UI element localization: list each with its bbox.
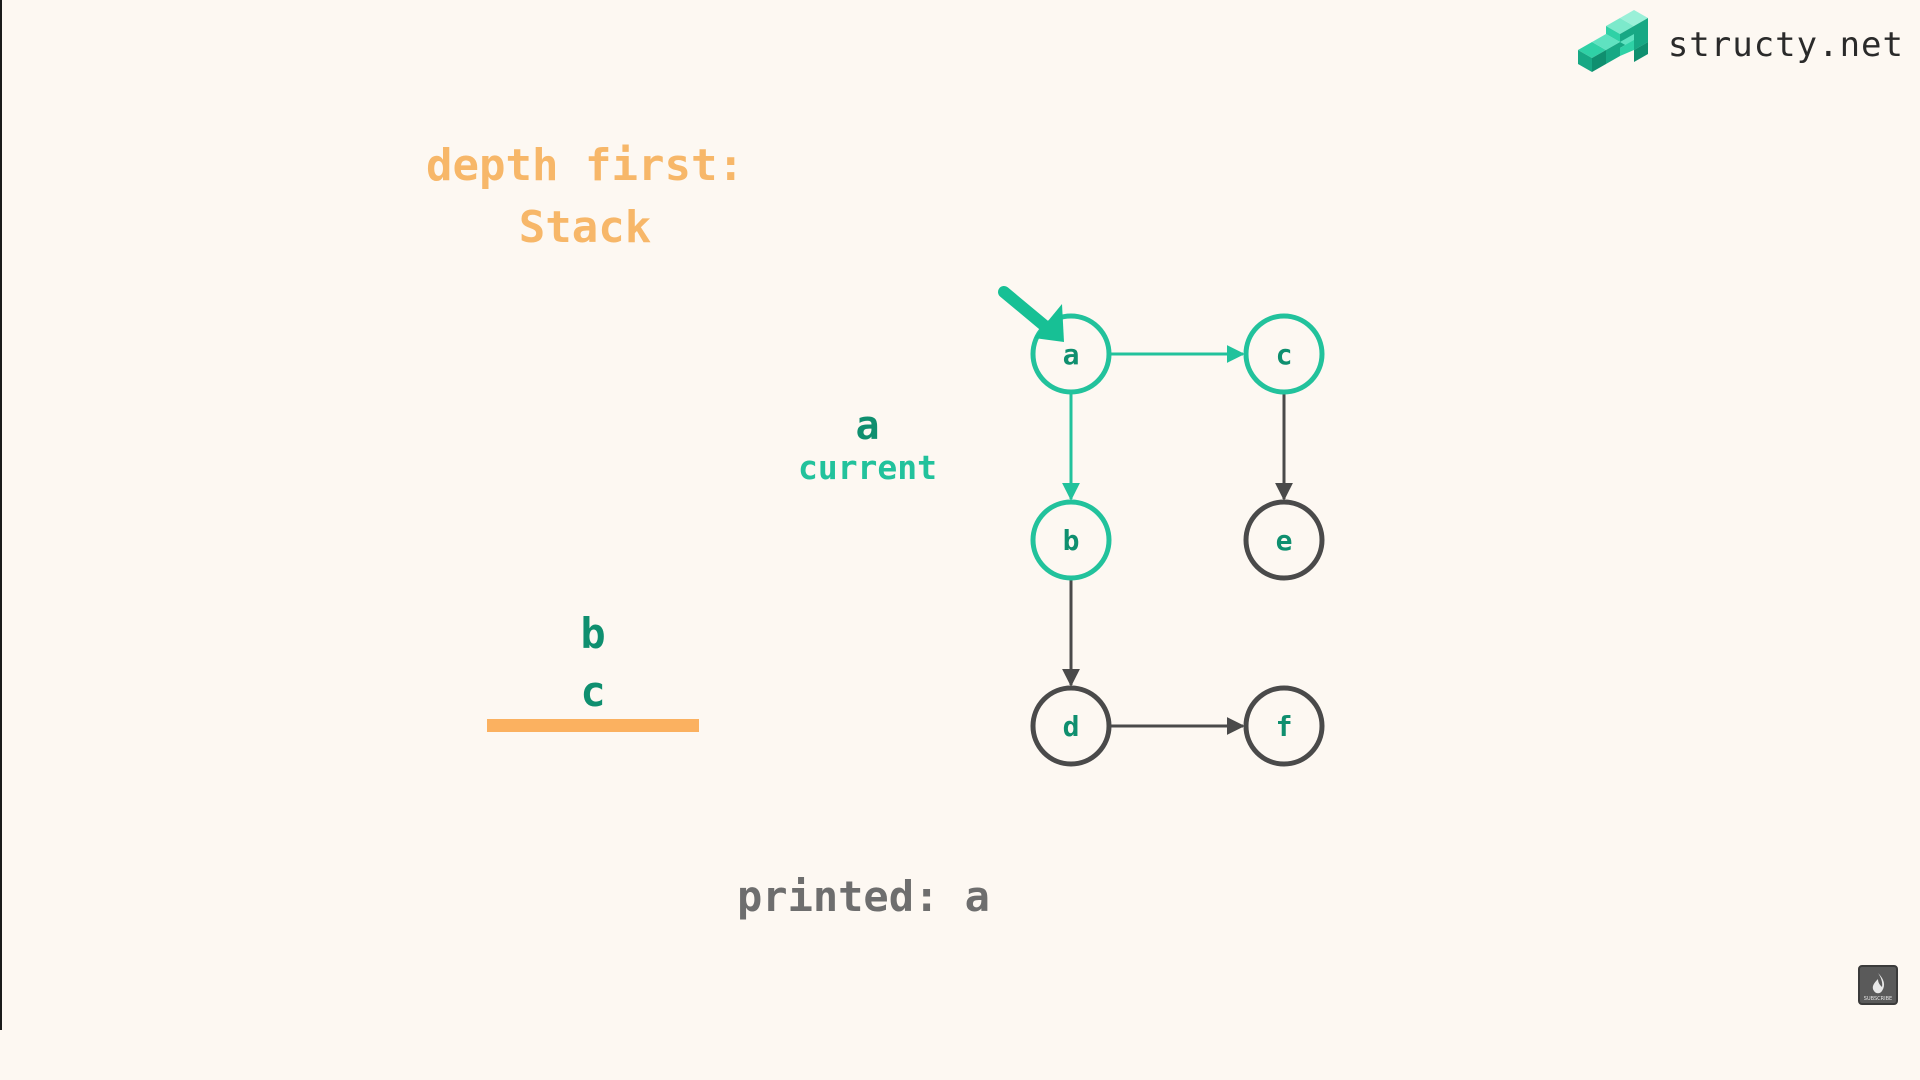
graph-node-b: b xyxy=(1030,499,1112,581)
graph-edges xyxy=(1062,345,1293,735)
graph-node-c: c xyxy=(1243,313,1325,395)
graph-node-label: f xyxy=(1276,710,1293,743)
graph-node-circle xyxy=(1030,685,1112,767)
graph-node-circle xyxy=(1030,499,1112,581)
printed-output: printed: a xyxy=(737,872,990,921)
graph-nodes: a b c d e f xyxy=(1030,313,1325,767)
graph-node-d: d xyxy=(1030,685,1112,767)
title-line-2: Stack xyxy=(518,202,652,253)
brand-name: structy.net xyxy=(1667,25,1904,65)
stack-item: c xyxy=(580,667,606,716)
graph-node-label: a xyxy=(1063,338,1080,371)
subscribe-icon[interactable]: SUBSCRIBE xyxy=(1858,965,1898,1005)
stack-base-bar xyxy=(487,719,699,732)
graph-node-label: b xyxy=(1063,524,1080,557)
stack: b c xyxy=(487,605,699,721)
graph-node-e: e xyxy=(1243,499,1325,581)
pointer-arrow-icon xyxy=(998,286,1064,342)
graph-node-label: e xyxy=(1276,524,1293,557)
title-line-1: depth first: xyxy=(426,140,744,191)
current-value: a xyxy=(855,403,880,449)
slide-title: depth first: Stack xyxy=(380,135,790,259)
graph-node-circle xyxy=(1243,499,1325,581)
structy-logo-icon xyxy=(1577,10,1650,80)
svg-text:SUBSCRIBE: SUBSCRIBE xyxy=(1864,996,1892,1002)
bottom-strip xyxy=(0,1030,1920,1080)
graph: a b c d e f xyxy=(998,286,1325,767)
graph-node-circle xyxy=(1243,685,1325,767)
graph-node-circle xyxy=(1243,313,1325,395)
current-indicator: a current xyxy=(770,402,965,486)
graph-node-label: c xyxy=(1276,338,1293,371)
current-label: current xyxy=(797,448,938,487)
stack-item: b xyxy=(580,609,606,658)
graph-node-label: d xyxy=(1063,710,1080,743)
brand[interactable]: structy.net xyxy=(1577,10,1904,80)
slide: structy.net depth first: Stack a current… xyxy=(0,0,1920,1030)
left-edge-divider xyxy=(0,0,2,1030)
graph-node-f: f xyxy=(1243,685,1325,767)
